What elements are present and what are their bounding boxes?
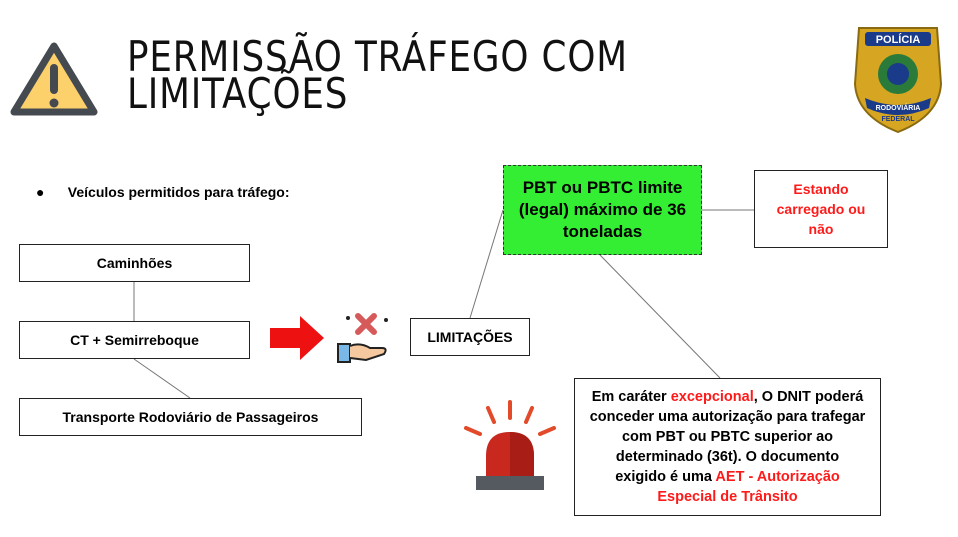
limitations-box: LIMITAÇÕES bbox=[410, 318, 530, 356]
loaded-note-box: Estando carregado ou não bbox=[754, 170, 888, 248]
svg-text:POLÍCIA: POLÍCIA bbox=[876, 33, 921, 46]
warning-icon bbox=[10, 42, 98, 116]
siren-icon bbox=[464, 400, 556, 490]
svg-text:RODOVIÁRIA: RODOVIÁRIA bbox=[876, 103, 921, 112]
exception-box: Em caráter excepcional, O DNIT poderá co… bbox=[574, 378, 881, 516]
weight-limit-box: PBT ou PBTC limite (legal) máximo de 36 … bbox=[503, 165, 702, 255]
vehicle-box: Transporte Rodoviário de Passageiros bbox=[19, 398, 362, 436]
prf-logo: POLÍCIA RODOVIÁRIA FEDERAL bbox=[851, 24, 945, 134]
bullet-item: ● Veículos permitidos para tráfego: bbox=[36, 184, 290, 200]
vehicle-box: CT + Semirreboque bbox=[19, 321, 250, 359]
vehicle-box: Caminhões bbox=[19, 244, 250, 282]
hand-x-icon bbox=[337, 313, 388, 363]
arrow-right-icon bbox=[270, 316, 324, 360]
svg-text:FEDERAL: FEDERAL bbox=[881, 116, 915, 123]
